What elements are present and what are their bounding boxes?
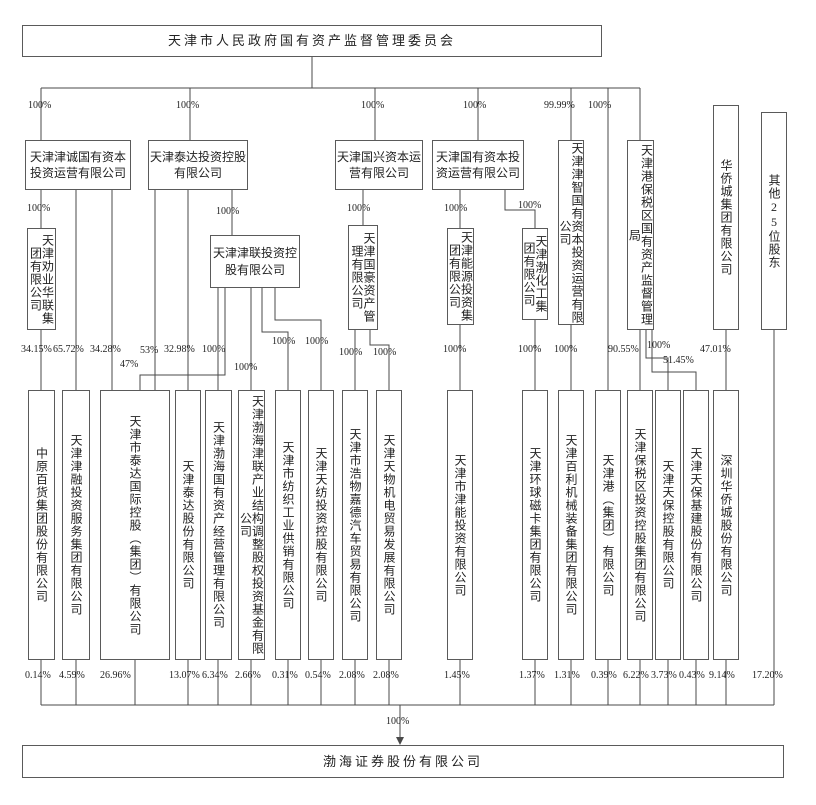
company-box-baoshui-touzi: 天津保税区投资控股集团有限公司: [627, 390, 653, 660]
pct-label: 53%: [140, 345, 159, 356]
pct-label: 100%: [28, 100, 52, 111]
company-box-haowu: 天津市浩物嘉德汽车贸易有限公司: [342, 390, 368, 660]
pct-label: 100%: [444, 203, 468, 214]
company-box-cika: 天津环球磁卡集团有限公司: [522, 390, 548, 660]
pct-label: 32.98%: [164, 344, 195, 355]
pct-label: 100%: [554, 344, 578, 355]
pct-label: 100%: [234, 362, 258, 373]
pct-label: 3.73%: [651, 670, 677, 681]
company-box-bohai-guozi: 天津渤海国有资产经营管理有限公司: [205, 390, 232, 660]
pct-label: 100%: [347, 203, 371, 214]
pct-label: 100%: [463, 100, 487, 111]
pct-label: 100%: [305, 336, 329, 347]
pct-label: 100%: [647, 340, 671, 351]
pct-label: 0.14%: [25, 670, 51, 681]
company-box-sz-oct: 深圳华侨城股份有限公司: [713, 390, 739, 660]
company-box-taida-intl: 天津市泰达国际控股（集团）有限公司: [100, 390, 170, 660]
company-box-quanye: 天津劝业华联集团有限公司: [27, 228, 56, 330]
company-box-tianfang: 天津天纺投资控股有限公司: [308, 390, 334, 660]
company-box-taida-holding: 天津泰达投资控股有限公司: [148, 140, 248, 190]
pct-label: 2.66%: [235, 670, 261, 681]
pct-label: 9.14%: [709, 670, 735, 681]
company-box-tianbao-jijian: 天津天保基建股份有限公司: [683, 390, 709, 660]
company-box-bohuagong: 天津渤化工集团有限公司: [522, 228, 548, 320]
pct-label: 34.28%: [90, 344, 121, 355]
pct-label: 0.54%: [305, 670, 331, 681]
company-box-jinzhi: 天津津智国有资本投资运营有限公司: [558, 140, 584, 325]
pct-label: 17.20%: [752, 670, 783, 681]
company-box-tianbao: 天津天保控股有限公司: [655, 390, 681, 660]
pct-label: 100%: [272, 336, 296, 347]
pct-label: 100%: [202, 344, 226, 355]
pct-label: 90.55%: [608, 344, 639, 355]
company-box-tianjin-port: 天津港（集团）有限公司: [595, 390, 621, 660]
pct-label: 1.45%: [444, 670, 470, 681]
pct-label: 2.08%: [373, 670, 399, 681]
pct-label: 6.34%: [202, 670, 228, 681]
company-box-sasac: 天津市人民政府国有资产监督管理委员会: [22, 25, 602, 57]
pct-label-final: 100%: [386, 716, 410, 727]
company-box-guohao: 天津国豪资产管理有限公司: [348, 225, 378, 330]
company-box-jinlian-fund: 天津渤海津联产业结构调整股权投资基金有限公司: [238, 390, 265, 660]
company-box-baoshui-guanliju: 天津港保税区国有资产监督管理局: [627, 140, 654, 330]
pct-label: 13.07%: [169, 670, 200, 681]
pct-label: 0.39%: [591, 670, 617, 681]
company-box-zhongyuan: 中原百货集团股份有限公司: [28, 390, 55, 660]
pct-label: 6.22%: [623, 670, 649, 681]
company-box-oct-group: 华侨城集团有限公司: [713, 105, 739, 330]
pct-label: 100%: [27, 203, 51, 214]
pct-label: 4.59%: [59, 670, 85, 681]
pct-label: 100%: [216, 206, 240, 217]
company-box-other-shareholders: 其他25位股东: [761, 112, 787, 330]
pct-label: 100%: [373, 347, 397, 358]
company-box-tianwu: 天津天物机电贸易发展有限公司: [376, 390, 402, 660]
pct-label: 47.01%: [700, 344, 731, 355]
pct-label: 100%: [443, 344, 467, 355]
company-box-nengyuan: 天津能源投资集团有限公司: [447, 228, 474, 325]
company-box-jinlian: 天津津联投资控股有限公司: [210, 235, 300, 288]
pct-label: 0.43%: [679, 670, 705, 681]
company-box-guozi-yunying: 天津国有资本投资运营有限公司: [432, 140, 524, 190]
pct-label: 99.99%: [544, 100, 575, 111]
company-box-taida-gufen: 天津泰达股份有限公司: [175, 390, 201, 660]
pct-label: 1.37%: [519, 670, 545, 681]
pct-label: 0.31%: [272, 670, 298, 681]
company-box-jinneng: 天津市津能投资有限公司: [447, 390, 473, 660]
pct-label: 2.08%: [339, 670, 365, 681]
company-box-baili: 天津百利机械装备集团有限公司: [558, 390, 584, 660]
pct-label: 100%: [518, 344, 542, 355]
pct-label: 100%: [361, 100, 385, 111]
pct-label: 100%: [518, 200, 542, 211]
pct-label: 26.96%: [100, 670, 131, 681]
pct-label: 51.45%: [663, 355, 694, 366]
pct-label: 100%: [588, 100, 612, 111]
company-box-jincheng: 天津津诚国有资本投资运营有限公司: [25, 140, 131, 190]
company-box-bohai-securities: 渤海证券股份有限公司: [22, 745, 784, 778]
company-box-fangzhi: 天津市纺织工业供销有限公司: [275, 390, 301, 660]
pct-label: 65.72%: [53, 344, 84, 355]
company-box-jinrong: 天津津融投资服务集团有限公司: [62, 390, 90, 660]
pct-label: 100%: [339, 347, 363, 358]
pct-label: 47%: [120, 359, 139, 370]
pct-label: 100%: [176, 100, 200, 111]
company-box-guoxing: 天津国兴资本运营有限公司: [335, 140, 423, 190]
pct-label: 34.15%: [21, 344, 52, 355]
arrow-down-icon: [396, 737, 404, 745]
pct-label: 1.31%: [554, 670, 580, 681]
